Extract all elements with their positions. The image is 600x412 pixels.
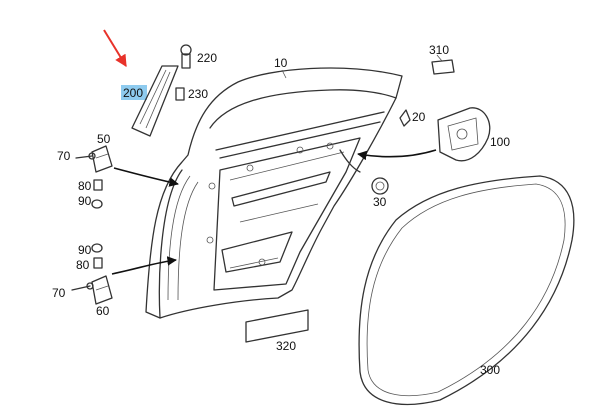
arrow-lock <box>357 149 437 161</box>
callout-80-upper: 80 <box>78 179 92 193</box>
callout-90-lower: 90 <box>78 243 92 257</box>
callout-220: 220 <box>197 51 217 65</box>
callout-80-lower: 80 <box>76 258 90 272</box>
callout-60: 60 <box>96 304 110 318</box>
window-channel-strip <box>131 65 179 137</box>
callout-70-upper: 70 <box>57 149 71 163</box>
clip-20 <box>399 109 411 127</box>
door-shell <box>145 67 403 319</box>
part-80-upper <box>93 179 103 191</box>
door-seal-300 <box>358 175 575 406</box>
callout-230: 230 <box>188 87 208 101</box>
upper-hinge-50 <box>91 145 113 173</box>
callout-300: 300 <box>480 363 500 377</box>
sheet-320 <box>245 309 309 343</box>
callout-310: 310 <box>429 43 449 57</box>
callout-30: 30 <box>373 195 387 209</box>
leader-10 <box>281 69 287 79</box>
callout-100: 100 <box>490 135 510 149</box>
pointer-arrow <box>103 29 127 68</box>
clip-220 <box>180 44 192 69</box>
door-lock-100 <box>437 107 491 162</box>
callout-200: 200 <box>123 86 143 100</box>
bolt-70-upper <box>75 152 96 160</box>
clip-230 <box>175 87 185 101</box>
part-80-lower <box>93 257 103 269</box>
callout-20: 20 <box>412 110 426 124</box>
arrow-upper-hinge <box>113 167 179 187</box>
lower-hinge-60 <box>91 275 113 305</box>
callout-10: 10 <box>274 56 288 70</box>
arrow-lower-hinge <box>111 256 177 275</box>
callout-50: 50 <box>97 132 111 146</box>
block-310 <box>431 59 455 75</box>
callout-70-lower: 70 <box>52 286 66 300</box>
part-90-upper <box>91 199 103 209</box>
leader-310 <box>436 54 443 62</box>
bolt-70-lower <box>71 282 94 291</box>
callout-320: 320 <box>276 339 296 353</box>
callout-90-upper: 90 <box>78 194 92 208</box>
part-200-highlight <box>121 85 147 100</box>
part-90-lower <box>91 243 103 253</box>
grommet-30 <box>371 177 389 195</box>
